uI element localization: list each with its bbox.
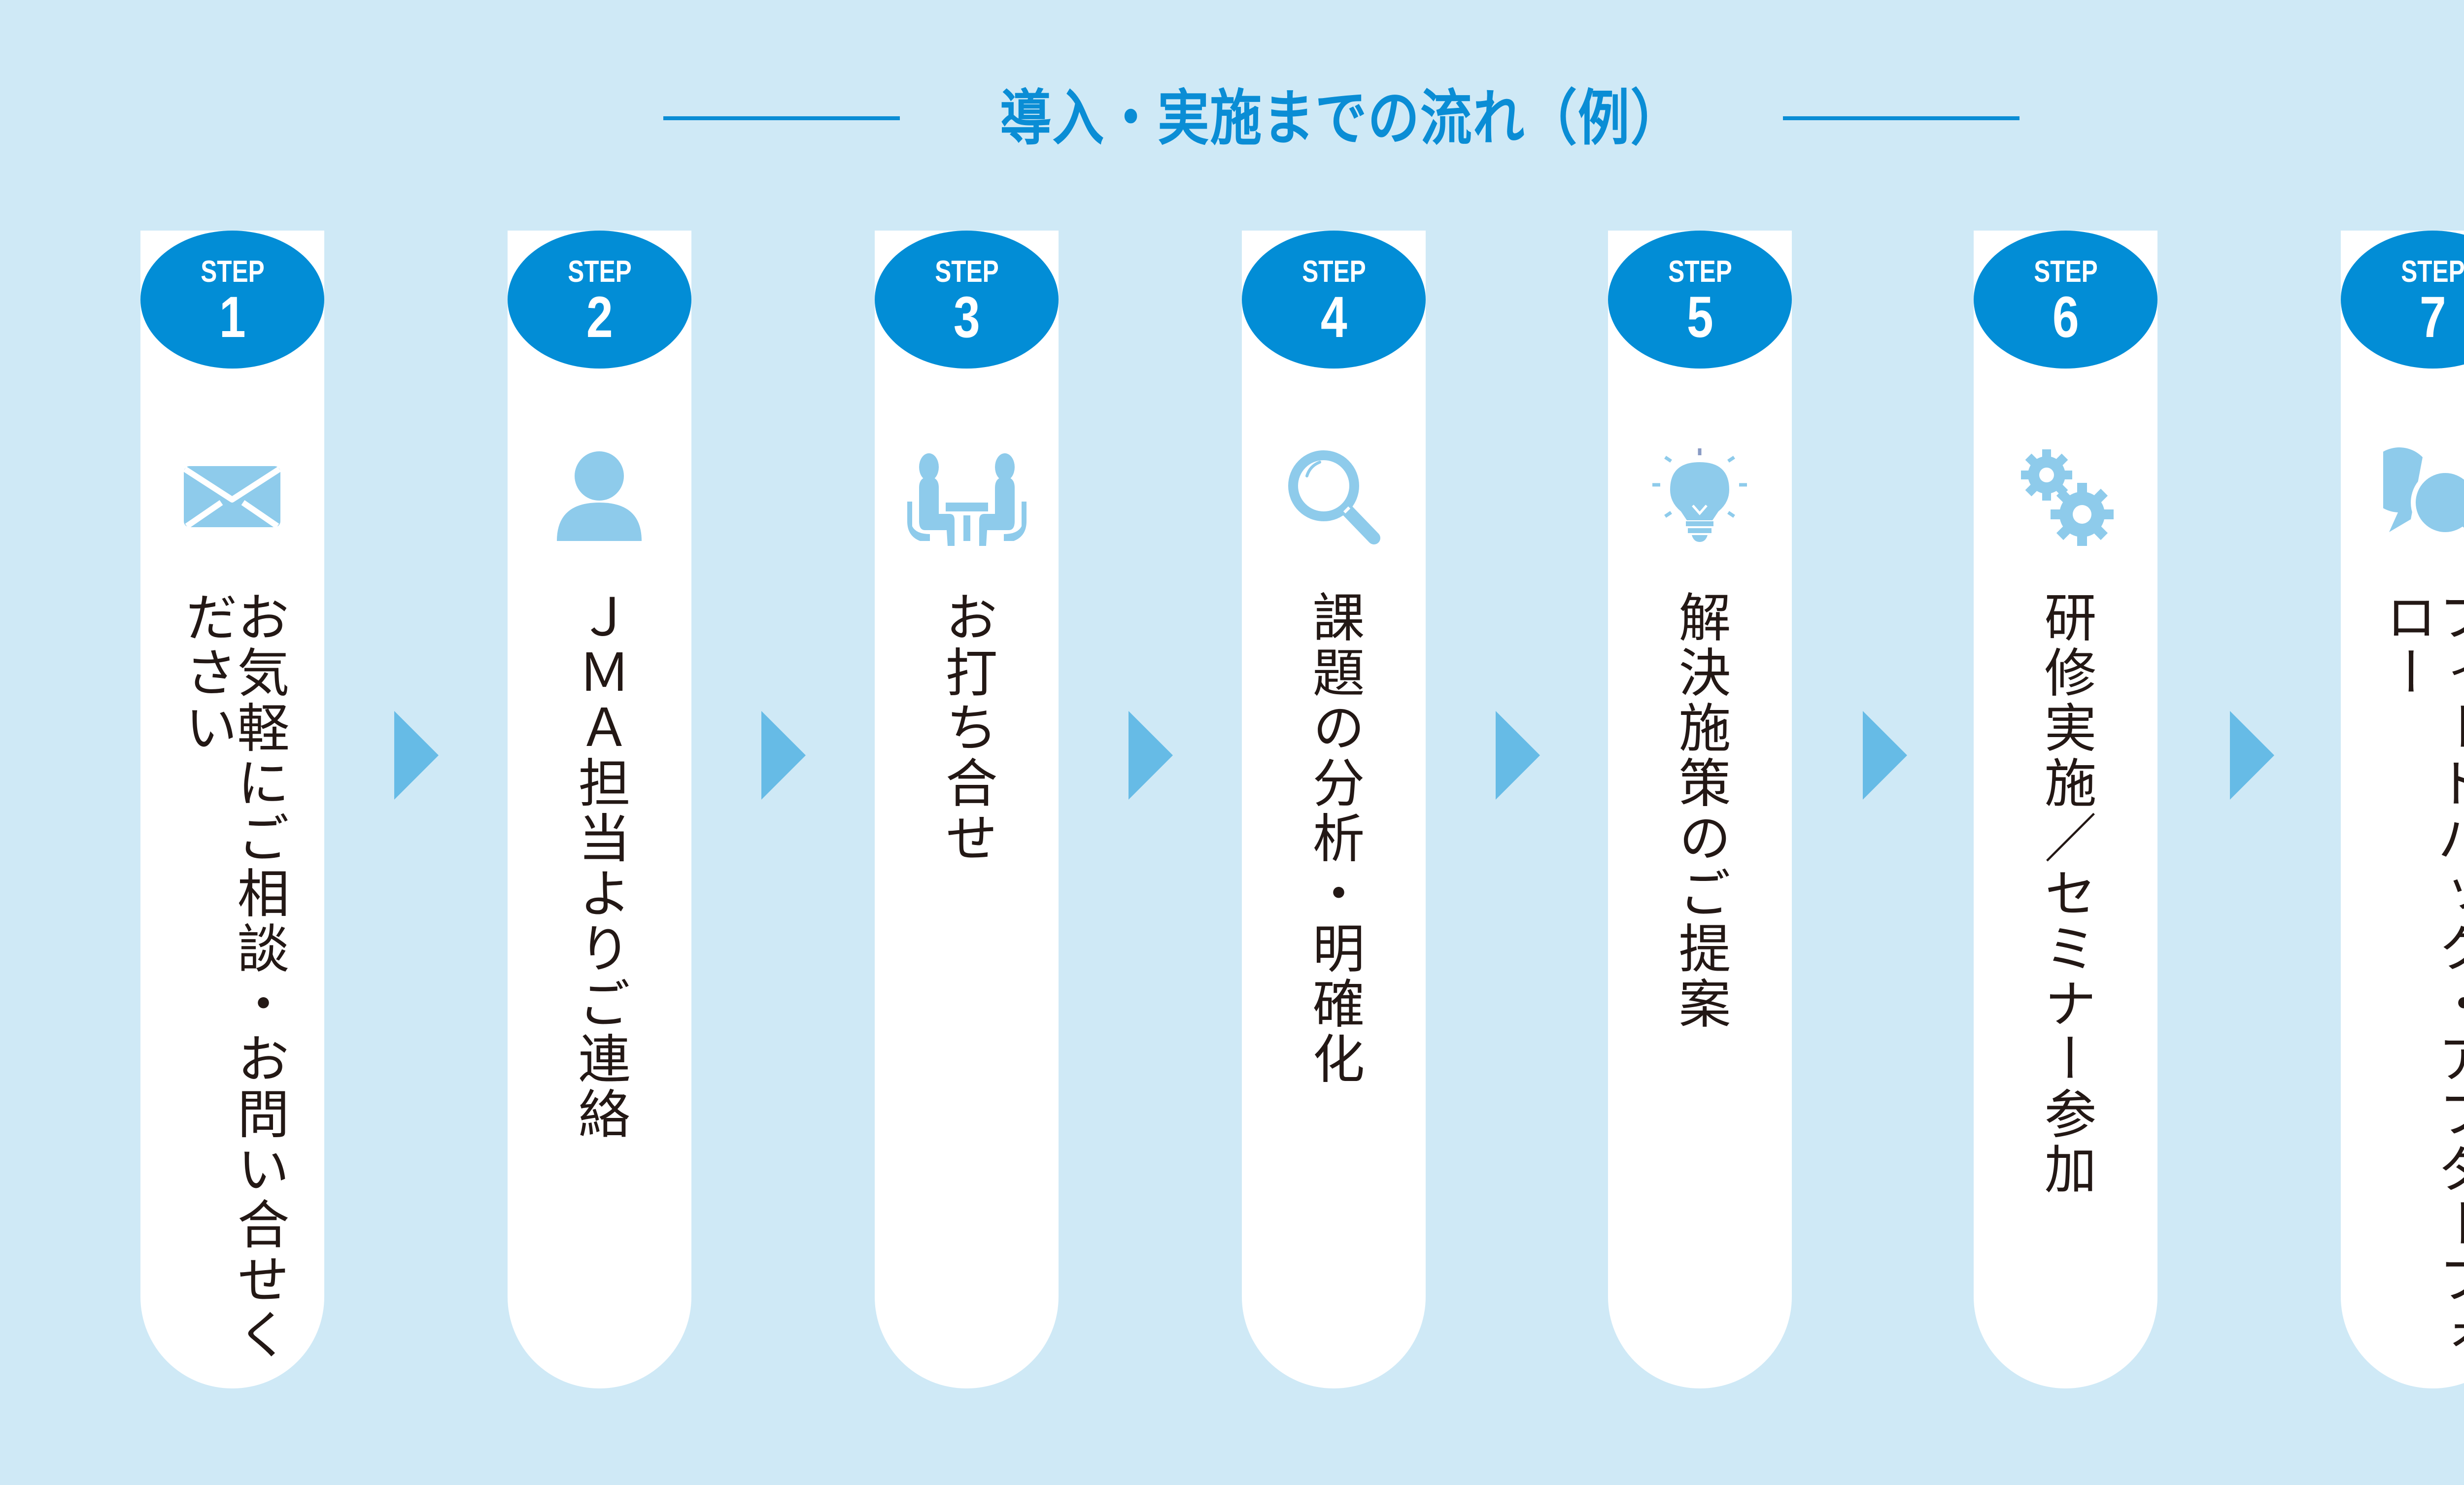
envelope-icon <box>183 447 281 546</box>
step-card-1: STEP 1 お気軽にご相談・お問い合せください <box>140 231 324 1388</box>
step-description: お気軽にご相談・お問い合せください <box>176 590 289 1363</box>
step-label: STEP <box>200 255 265 289</box>
step-card-6: STEP 6 研修実施／セミナー参加 <box>1974 231 2157 1388</box>
step-number: 4 <box>1320 285 1347 350</box>
step-badge: STEP 2 <box>508 231 691 369</box>
step-label: STEP <box>567 255 632 289</box>
step-description: ＪＭＡ担当よりご連絡 <box>569 590 630 1142</box>
arrow-right-icon <box>761 711 806 800</box>
step-description: 研修実施／セミナー参加 <box>2035 590 2096 1197</box>
step-badge: STEP 1 <box>140 231 324 369</box>
header: 導入・実施までの流れ（例） <box>0 74 2464 163</box>
step-description: 課題の分析・明確化 <box>1303 590 1365 1087</box>
step-label: STEP <box>934 255 999 289</box>
step-label: STEP <box>1301 255 1366 289</box>
step-card-5: STEP 5 解決施策のご提案 <box>1608 231 1792 1388</box>
step-number: 3 <box>953 285 980 350</box>
lightbulb-icon <box>1650 447 1749 546</box>
magnifier-icon <box>1284 447 1383 546</box>
step-card-3: STEP 3 お打ち合せ <box>875 231 1059 1388</box>
arrow-right-icon <box>1496 711 1540 800</box>
step-number: 6 <box>2052 285 2079 350</box>
title-rule-right <box>1783 116 2019 120</box>
step-label: STEP <box>2033 255 2098 289</box>
person-icon <box>550 447 649 546</box>
step-badge: STEP 4 <box>1242 231 1426 369</box>
step-badge: STEP 6 <box>1974 231 2157 369</box>
title-rule-left <box>663 116 900 120</box>
arrow-right-icon <box>1863 711 1907 800</box>
arrow-right-icon <box>394 711 439 800</box>
gears-icon <box>2016 447 2115 546</box>
step-label: STEP <box>1668 255 1732 289</box>
step-number: 1 <box>219 285 246 350</box>
step-description: お打ち合せ <box>936 590 997 866</box>
step-badge: STEP 3 <box>875 231 1059 369</box>
step-description: フィードバック・アフターフォロー <box>2376 590 2464 1363</box>
arrow-right-icon <box>1129 711 1173 800</box>
step-card-7: STEP 7 フィードバック・アフターフォロー <box>2341 231 2464 1388</box>
step-badge: STEP 5 <box>1608 231 1792 369</box>
step-label: STEP <box>2400 255 2464 289</box>
arrow-right-icon <box>2230 711 2274 800</box>
step-number: 2 <box>586 285 613 350</box>
chat-bubbles-icon <box>2383 447 2464 546</box>
step-number: 5 <box>1686 285 1713 350</box>
step-number: 7 <box>2419 285 2446 350</box>
step-card-4: STEP 4 課題の分析・明確化 <box>1242 231 1426 1388</box>
step-description: 解決施策のご提案 <box>1670 590 1731 1032</box>
step-card-2: STEP 2 ＪＭＡ担当よりご連絡 <box>508 231 691 1388</box>
meeting-icon <box>905 447 1028 546</box>
step-badge: STEP 7 <box>2341 231 2464 369</box>
page-title: 導入・実施までの流れ（例） <box>999 83 1683 153</box>
